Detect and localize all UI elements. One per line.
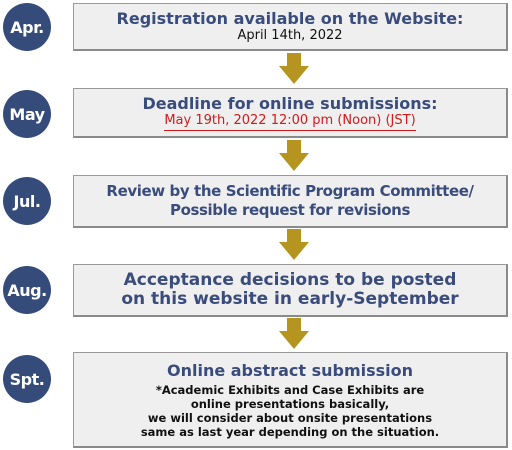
step-box-deadline: Deadline for online submissions: May 19t… (73, 88, 508, 138)
step-title-line: on this website in early-September (121, 289, 459, 309)
note-line: same as last year depending on the situa… (140, 424, 440, 439)
note-line: we will consider about onsite presentati… (147, 410, 433, 425)
deadline-date: May 19th, 2022 12:00 pm (Noon) (JST) (164, 113, 416, 131)
step-box-acceptance: Acceptance decisions to be posted on thi… (73, 264, 508, 317)
step-title: Online abstract submission (166, 360, 414, 380)
step-box-abstract: Online abstract submission *Academic Exh… (73, 352, 508, 448)
note-line: online presentations basically, (190, 396, 390, 411)
step-date: April 14th, 2022 (237, 28, 343, 43)
month-badge-may: May (3, 90, 51, 138)
month-badge-apr: Apr. (3, 3, 51, 51)
step-title-line: Possible request for revisions (170, 201, 410, 219)
step-title-line: Acceptance decisions to be posted (123, 270, 457, 290)
note-line: *Academic Exhibits and Case Exhibits are (155, 382, 425, 397)
step-title: Deadline for online submissions: (142, 94, 438, 113)
step-title-line: Review by the Scientific Program Committ… (106, 182, 474, 200)
step-title: Registration available on the Website: (116, 9, 464, 28)
step-box-registration: Registration available on the Website: A… (73, 3, 508, 51)
month-badge-spt: Spt. (3, 355, 51, 403)
month-badge-jul: Jul. (3, 177, 51, 225)
down-arrow-icon (279, 53, 309, 84)
down-arrow-icon (279, 229, 309, 260)
down-arrow-icon (279, 318, 309, 349)
exhibit-note: *Academic Exhibits and Case Exhibits are… (141, 383, 439, 439)
step-box-review: Review by the Scientific Program Committ… (73, 175, 508, 228)
down-arrow-icon (279, 140, 309, 171)
month-badge-aug: Aug. (3, 266, 51, 314)
